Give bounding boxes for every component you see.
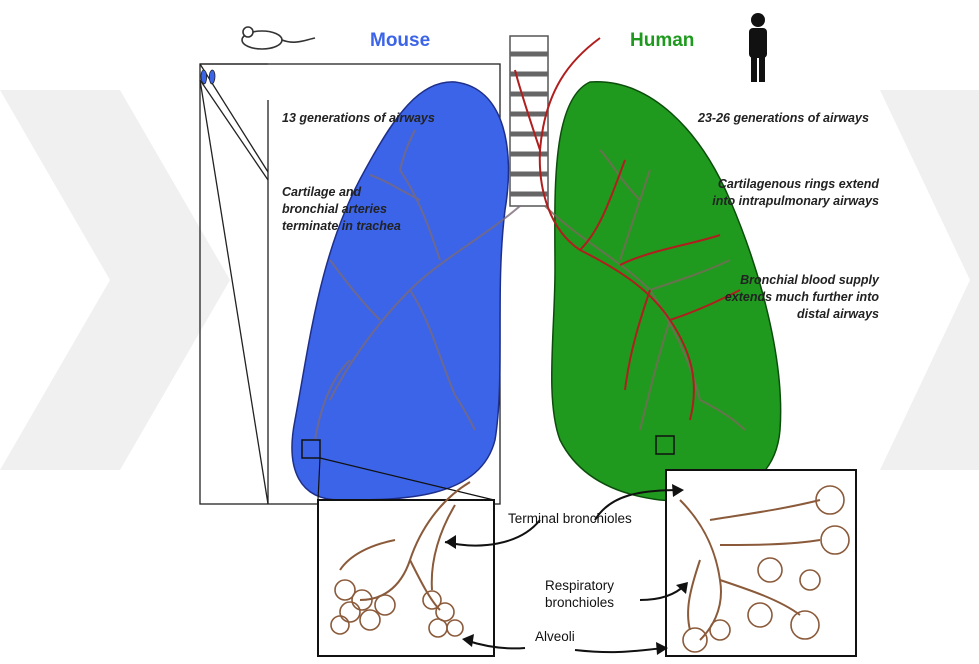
respiratory-line: bronchioles	[545, 594, 614, 611]
mouse-title: Mouse	[370, 30, 430, 52]
human-blood-line: distal airways	[725, 306, 879, 323]
mouse-cartilage-line: terminate in trachea	[282, 218, 401, 235]
mouse-cartilage-note: Cartilage and bronchial arteries termina…	[282, 184, 401, 235]
alveoli-label: Alveoli	[535, 628, 575, 645]
human-alveoli-inset	[656, 436, 856, 656]
mouse-icon	[242, 27, 315, 49]
human-cartilage-line: Cartilagenous rings extend	[712, 176, 879, 193]
respiratory-bronchioles-label: Respiratory bronchioles	[545, 577, 614, 611]
human-cartilage-line: into intrapulmonary airways	[712, 193, 879, 210]
human-blood-line: Bronchial blood supply	[725, 272, 879, 289]
terminal-bronchioles-label: Terminal bronchioles	[508, 510, 632, 527]
mouse-cartilage-line: Cartilage and	[282, 184, 401, 201]
mouse-lung	[292, 82, 508, 500]
mouse-cartilage-line: bronchial arteries	[282, 201, 401, 218]
human-blood-line: extends much further into	[725, 289, 879, 306]
mouse-generations-note: 13 generations of airways	[282, 110, 435, 127]
human-cartilage-note: Cartilagenous rings extend into intrapul…	[712, 176, 879, 210]
trachea	[510, 36, 548, 206]
human-title: Human	[630, 30, 694, 52]
respiratory-line: Respiratory	[545, 577, 614, 594]
human-generations-note: 23-26 generations of airways	[698, 110, 869, 127]
human-blood-note: Bronchial blood supply extends much furt…	[725, 272, 879, 323]
human-icon	[749, 13, 767, 82]
